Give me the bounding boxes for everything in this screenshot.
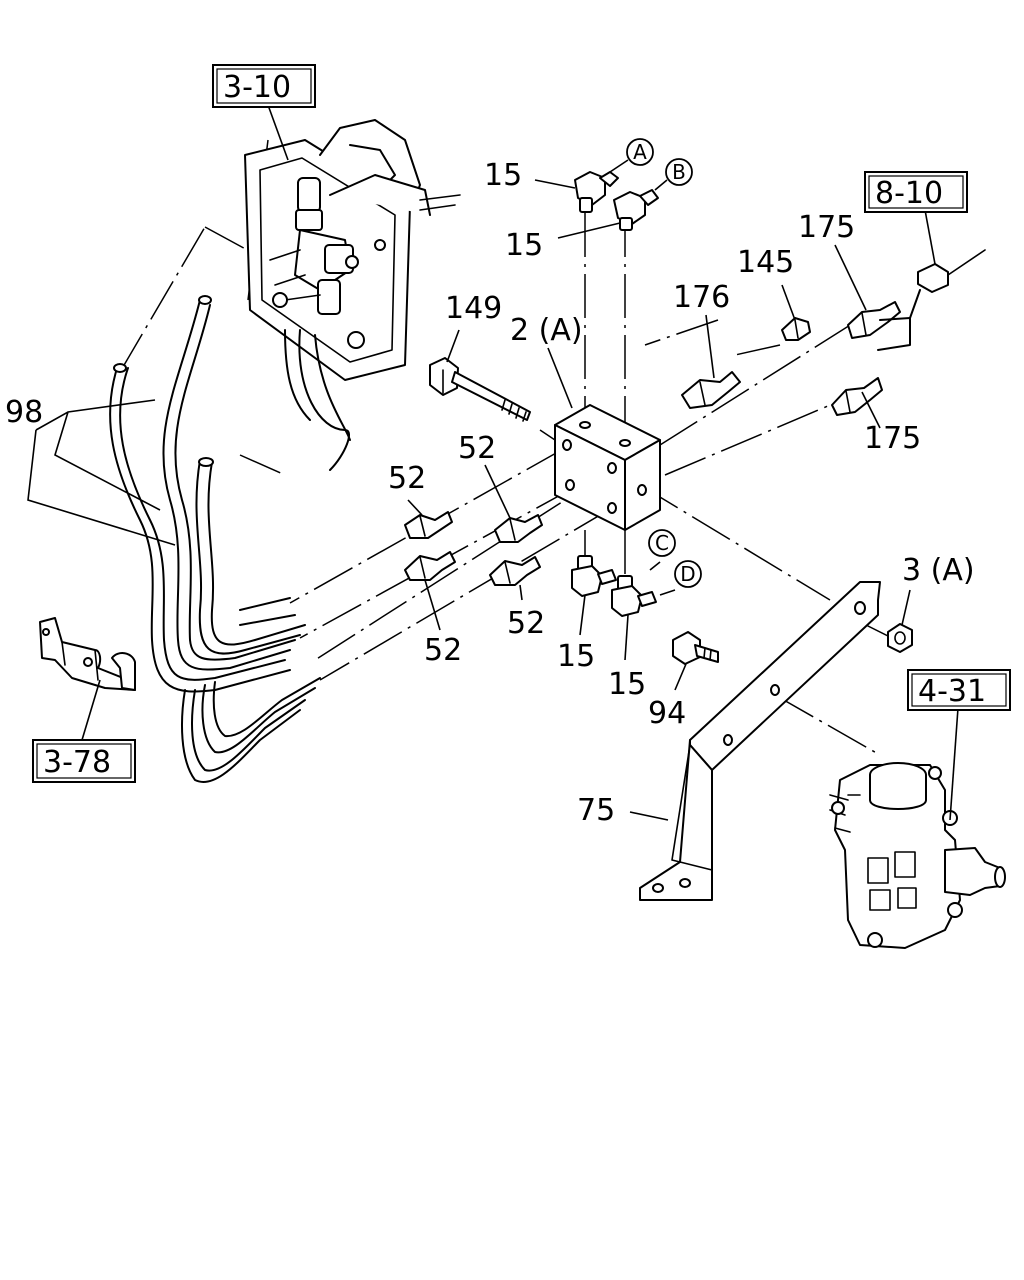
- callout-52-lower-left: 52: [424, 633, 462, 668]
- connector-marker-b: B: [665, 158, 693, 186]
- connector-marker-d-label: D: [680, 562, 695, 586]
- callout-15-upper-b: 15: [505, 228, 543, 263]
- callout-98: 98: [5, 395, 43, 430]
- ref-label-3-78: 3-78: [43, 745, 111, 780]
- connector-52-upper-right: [494, 514, 543, 543]
- connector-52-lower-left: [404, 551, 456, 581]
- elbow-fitting-15-a: [574, 171, 619, 213]
- sensor-175-lower: [831, 377, 883, 416]
- leader-lines: [27, 104, 959, 821]
- connector-52-upper-left: [404, 511, 453, 539]
- harness-connector: [877, 249, 986, 351]
- elbow-fitting-15-d: [611, 575, 657, 617]
- callout-15-lower-c: 15: [557, 639, 595, 674]
- ref-box-8-10[interactable]: 8-10: [864, 171, 968, 213]
- callout-52-upper-right: 52: [458, 431, 496, 466]
- callout-15-lower-d: 15: [608, 667, 646, 702]
- bolt-149: [429, 357, 531, 422]
- callout-labels: 15 15 149 2 (A) 176 145 175 175 98 52 52…: [5, 158, 975, 828]
- callout-75: 75: [577, 793, 615, 828]
- callout-94: 94: [648, 696, 686, 731]
- clip-3-78: [39, 617, 136, 691]
- connector-marker-c-label: C: [655, 531, 669, 555]
- valve-assembly-3-10: [244, 119, 461, 471]
- callout-145: 145: [737, 245, 794, 280]
- callout-52-lower-right: 52: [507, 606, 545, 641]
- elbow-fitting-15-b: [613, 189, 659, 231]
- ref-box-3-78[interactable]: 3-78: [32, 739, 136, 783]
- connector-marker-b-label: B: [672, 160, 686, 184]
- elbow-fitting-15-c: [571, 555, 617, 597]
- callout-149: 149: [445, 291, 502, 326]
- injection-pump-4-31: [829, 762, 1006, 949]
- sensor-175-upper: [847, 301, 901, 339]
- callout-15-upper-a: 15: [484, 158, 522, 193]
- connector-marker-a-label: A: [633, 140, 647, 164]
- callout-175-lower: 175: [864, 421, 921, 456]
- callout-3a: 3 (A): [902, 553, 975, 588]
- plug-145: [781, 317, 811, 341]
- ref-box-4-31[interactable]: 4-31: [907, 669, 1011, 711]
- pressure-switch-176: [681, 371, 741, 409]
- callout-52-upper-left: 52: [388, 461, 426, 496]
- callout-175-upper: 175: [798, 210, 855, 245]
- ref-label-4-31: 4-31: [918, 674, 986, 709]
- callout-176: 176: [673, 280, 730, 315]
- ref-label-3-10: 3-10: [223, 70, 291, 105]
- connector-marker-a: A: [626, 138, 654, 166]
- nut-3a: [887, 623, 913, 653]
- bracket-75: [639, 581, 881, 901]
- connector-52-lower-right: [489, 556, 541, 586]
- callout-2a: 2 (A): [510, 313, 583, 348]
- bolt-94: [672, 631, 719, 665]
- ref-label-8-10: 8-10: [875, 176, 943, 211]
- connector-marker-d: D: [674, 560, 702, 588]
- pipe-bundle-98: [109, 295, 321, 783]
- connector-marker-c: C: [648, 529, 676, 557]
- distribution-block: [554, 404, 661, 531]
- ref-box-3-10[interactable]: 3-10: [212, 64, 316, 108]
